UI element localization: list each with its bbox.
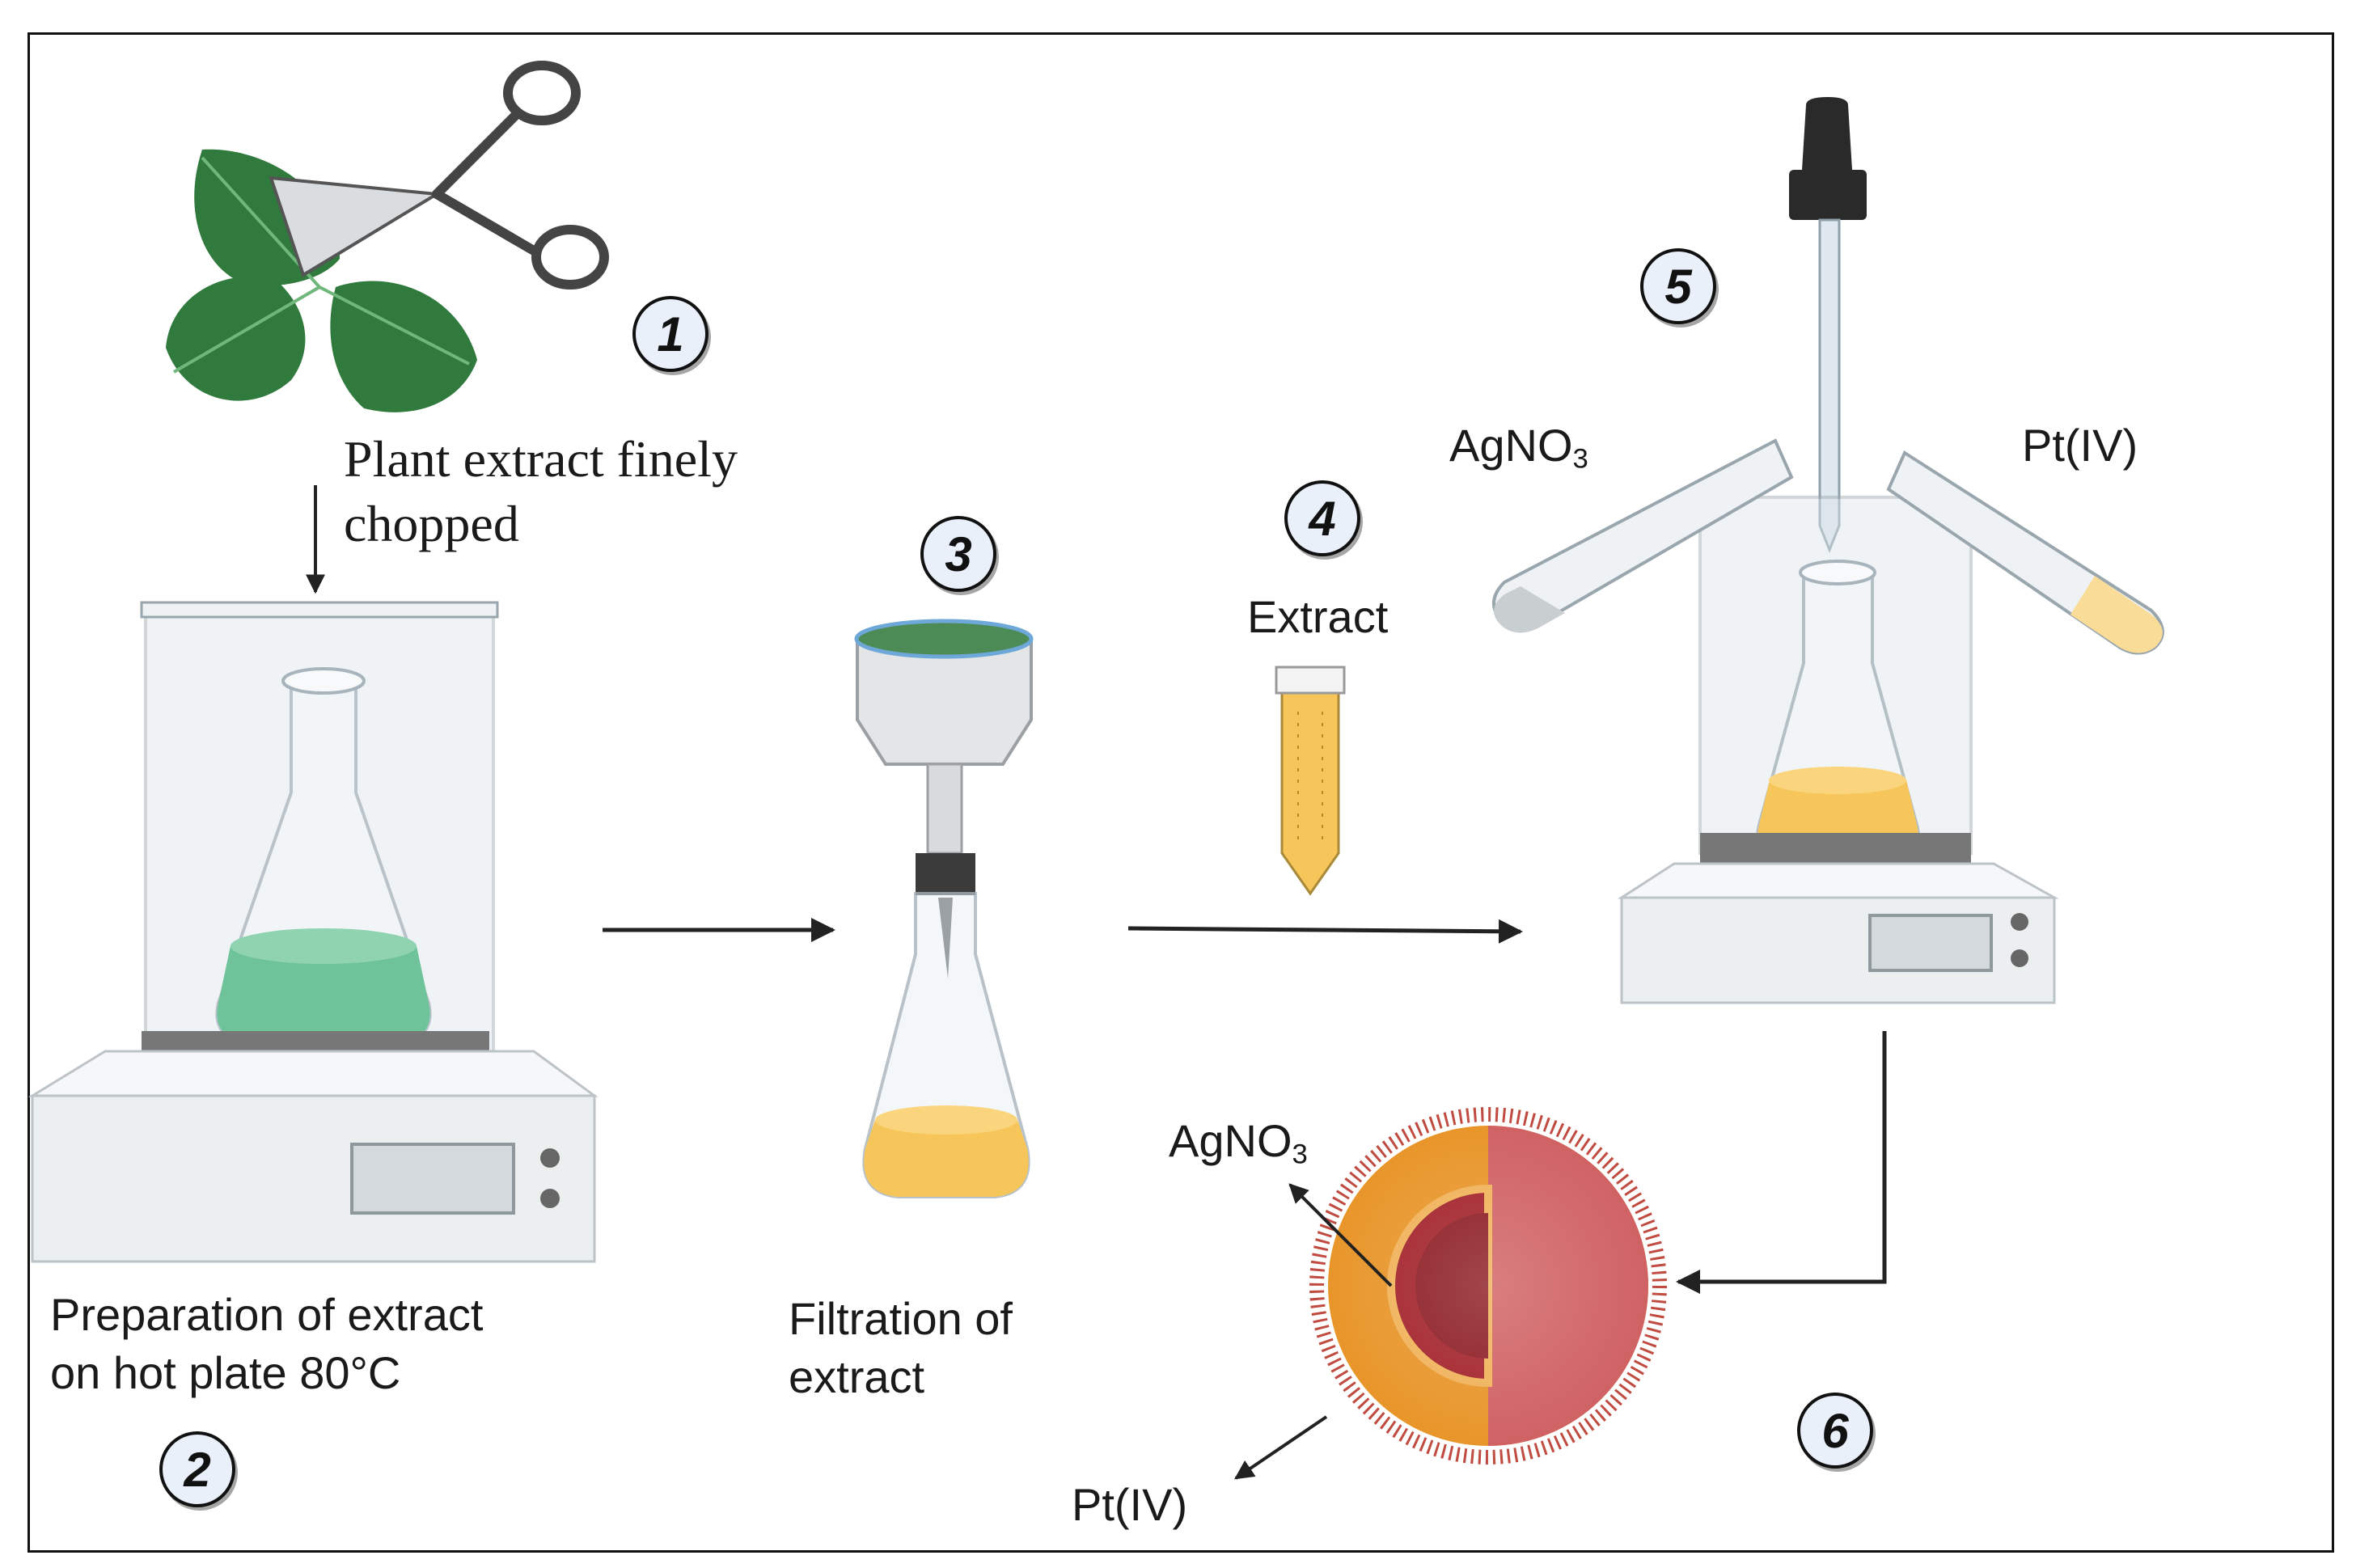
arrow-5-to-6 (1676, 1031, 1887, 1294)
step3-label: Filtration of extract (789, 1290, 1013, 1406)
buchner-funnel (854, 619, 1034, 895)
extract-tube (1275, 666, 1346, 896)
step2-label: Preparation of extract on hot plate 80°C (50, 1286, 483, 1402)
step2-label-line2: on hot plate 80°C (50, 1347, 401, 1398)
test-tube-agno3 (1492, 438, 1794, 633)
step-number-6: 6 (1797, 1393, 1873, 1469)
step-number-5: 5 (1640, 248, 1716, 324)
step4-label: Extract (1247, 591, 1389, 642)
scissors-icon (269, 61, 609, 290)
layer-label-agno3-main: AgNO (1169, 1115, 1292, 1166)
pointer-agno3 (1288, 1183, 1393, 1287)
pointer-pt (1234, 1415, 1328, 1480)
step1-label-line1: Plant extract finely (344, 430, 738, 488)
step-number-3: 3 (920, 516, 996, 592)
hot-plate-5 (1617, 833, 2059, 1004)
step2-label-line1: Preparation of extract (50, 1289, 484, 1340)
arrow-3-to-5 (1127, 919, 1523, 944)
step-number-2: 2 (159, 1431, 235, 1507)
step-number-1: 1 (632, 296, 708, 372)
tube-label-agno3-main: AgNO (1449, 420, 1573, 471)
hot-plate (27, 1031, 599, 1263)
layer-label-agno3: AgNO3 (1169, 1114, 1308, 1171)
layer-label-agno3-sub: 3 (1292, 1139, 1308, 1170)
erlenmeyer-flask-green (215, 667, 432, 1045)
tube-label-agno3-sub: 3 (1572, 443, 1588, 475)
test-tube-pt (1886, 450, 2164, 655)
nanoparticle (1309, 1107, 1667, 1464)
step1-label: Plant extract finely chopped (344, 427, 738, 556)
step-number-4: 4 (1284, 480, 1360, 556)
step1-label-line2: chopped (344, 495, 519, 552)
tube-label-pt: Pt(IV) (2022, 420, 2138, 471)
pipette-icon (1789, 97, 1867, 554)
layer-label-pt: Pt(IV) (1072, 1479, 1188, 1530)
step3-label-line1: Filtration of (789, 1293, 1013, 1344)
tube-label-agno3: AgNO3 (1449, 419, 1588, 475)
filter-flask-yellow (862, 892, 1030, 1198)
step3-label-line2: extract (789, 1351, 925, 1402)
figure-frame (27, 32, 2334, 1553)
